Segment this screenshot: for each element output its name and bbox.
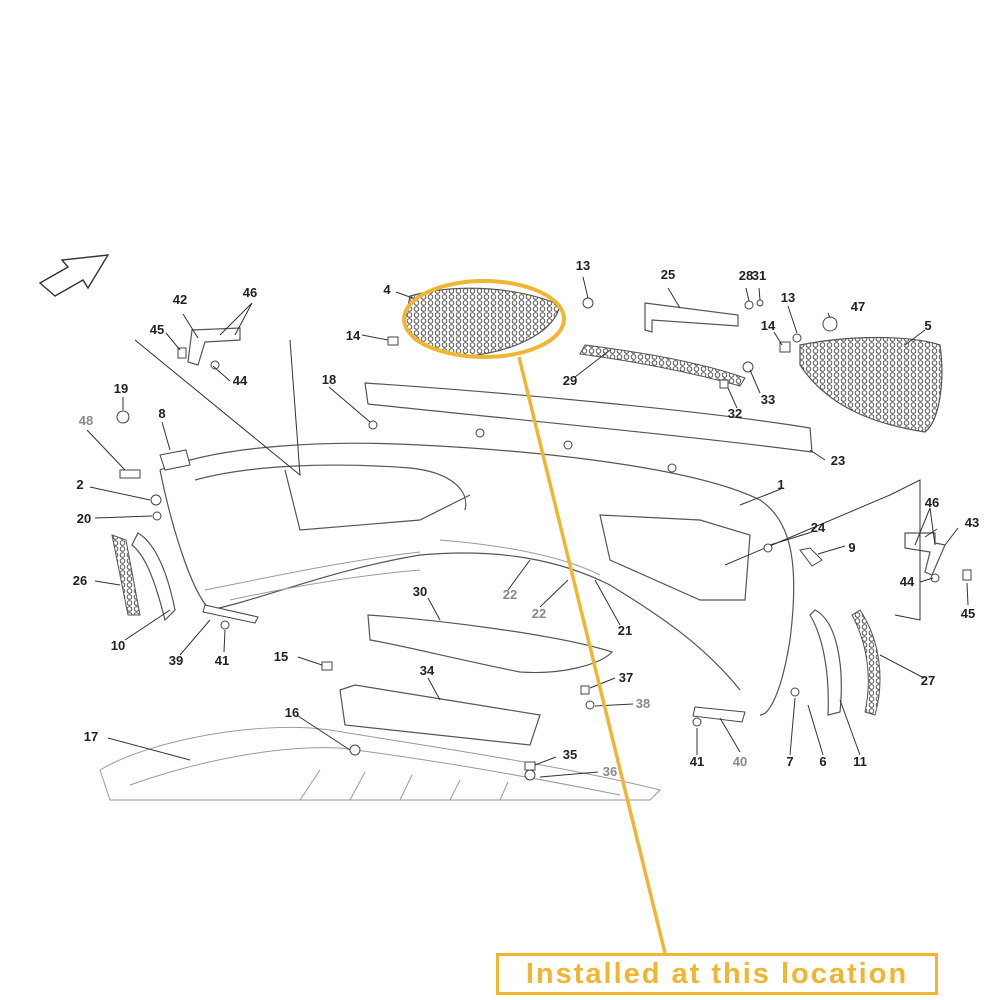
callout-31: 31 (752, 268, 766, 283)
callout-17: 17 (84, 729, 98, 744)
callout-22-b: 22 (532, 606, 546, 621)
callout-40: 40 (733, 754, 747, 769)
left-bracket (187, 327, 241, 366)
callout-6: 6 (819, 754, 826, 769)
callout-47: 47 (851, 299, 865, 314)
callout-11: 11 (853, 754, 867, 769)
callout-36: 36 (603, 764, 617, 779)
callout-13-left: 13 (576, 258, 590, 273)
callout-45-right: 45 (961, 606, 975, 621)
callout-44-right: 44 (900, 574, 915, 589)
callout-4: 4 (383, 282, 391, 297)
callout-20: 20 (77, 511, 91, 526)
callout-14-right: 14 (761, 318, 776, 333)
callout-46-right: 46 (925, 495, 939, 510)
callout-30: 30 (413, 584, 427, 599)
callout-35: 35 (563, 747, 577, 762)
callout-10: 10 (111, 638, 125, 653)
callout-34: 34 (420, 663, 435, 678)
callout-26: 26 (73, 573, 87, 588)
callout-48: 48 (79, 413, 93, 428)
callout-42: 42 (173, 292, 187, 307)
highlight-ellipse (402, 279, 566, 359)
center-grille-strip (579, 344, 746, 387)
callout-27: 27 (921, 673, 935, 688)
callout-16: 16 (285, 705, 299, 720)
callout-15: 15 (274, 649, 288, 664)
callout-37: 37 (619, 670, 633, 685)
right-bracket (904, 532, 946, 576)
direction-arrow-icon (38, 254, 110, 297)
callout-7: 7 (786, 754, 793, 769)
callout-9: 9 (848, 540, 855, 555)
lower-front-spoiler (367, 614, 614, 674)
callout-38: 38 (636, 696, 650, 711)
callout-21: 21 (618, 623, 632, 638)
right-side-grille (851, 609, 881, 716)
callout-29: 29 (563, 373, 577, 388)
callout-39: 39 (169, 653, 183, 668)
detail-box-left (134, 339, 301, 477)
callout-24: 24 (811, 520, 826, 535)
callout-23: 23 (831, 453, 845, 468)
callout-2: 2 (76, 477, 83, 492)
bumper-cover (159, 442, 795, 716)
callout-18: 18 (322, 372, 336, 387)
undertray (99, 726, 661, 801)
callout-41-right: 41 (690, 754, 704, 769)
leader-lines (86, 276, 969, 778)
upper-mount-plate (644, 302, 739, 333)
callout-14-left: 14 (346, 328, 361, 343)
callout-43: 43 (965, 515, 979, 530)
callout-25: 25 (661, 267, 675, 282)
left-side-grille (111, 534, 141, 616)
callout-1: 1 (777, 477, 784, 492)
callout-5: 5 (924, 318, 931, 333)
left-reflector-mount (131, 532, 176, 622)
callout-22-a: 22 (503, 587, 517, 602)
callout-41-left: 41 (215, 653, 229, 668)
callout-labels: 1 2 4 5 6 7 8 9 10 11 13 13 14 14 15 16 … (73, 258, 979, 779)
upper-trim-bar (364, 382, 813, 453)
callout-45-left: 45 (150, 322, 164, 337)
installation-note-box: Installed at this location (496, 953, 938, 995)
installation-note-text: Installed at this location (525, 957, 909, 990)
right-reflector-mount (809, 609, 842, 716)
highlight-pointer-line (517, 356, 667, 954)
callout-32: 32 (728, 406, 742, 421)
callout-19: 19 (114, 381, 128, 396)
detail-box-right (724, 479, 921, 621)
callout-44-left: 44 (233, 373, 248, 388)
callout-8: 8 (158, 406, 165, 421)
callout-46-left: 46 (243, 285, 257, 300)
callout-13-right: 13 (781, 290, 795, 305)
fasteners (116, 297, 972, 781)
callout-28: 28 (739, 268, 753, 283)
air-duct (339, 684, 541, 746)
callout-33: 33 (761, 392, 775, 407)
right-grille-insert (799, 336, 943, 433)
